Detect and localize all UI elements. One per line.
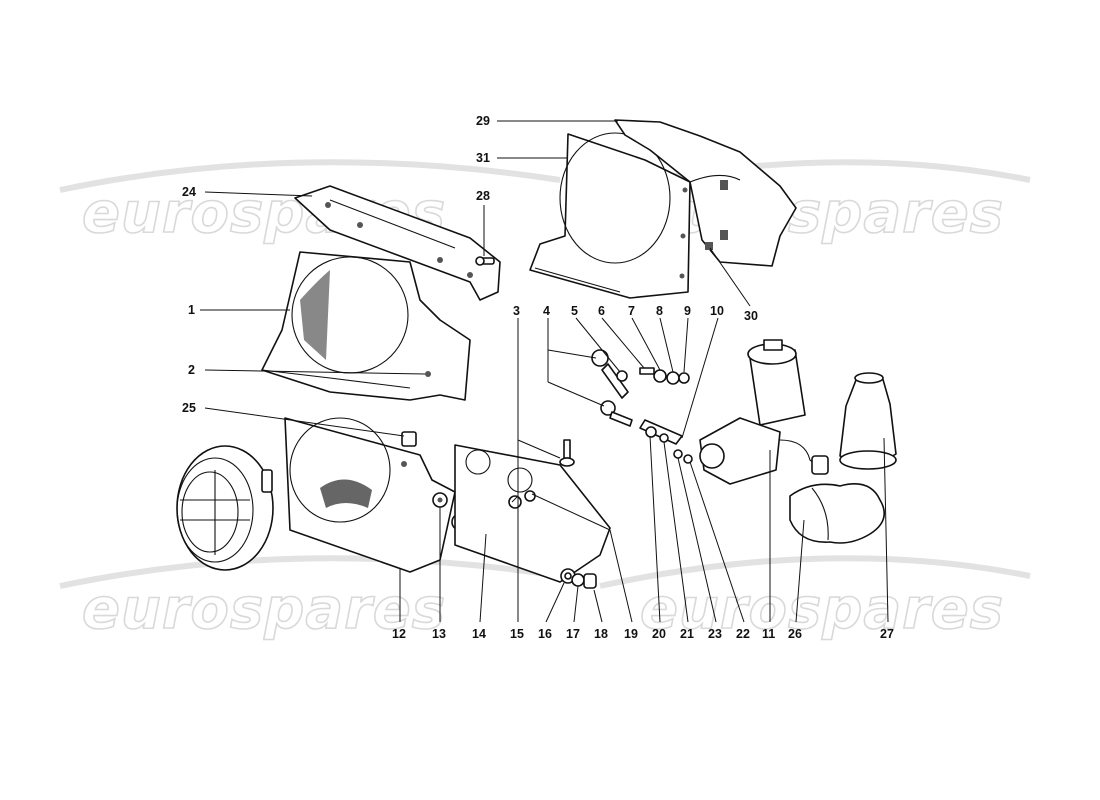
housing-part-31 [529, 132, 691, 299]
watermark-bottom-right: eurospares [640, 577, 1004, 642]
housing-part-1 [261, 251, 471, 401]
callout-11: 11 [762, 627, 775, 641]
leader-lines [200, 120, 889, 623]
bracket-part-15 [454, 444, 611, 583]
callout-10: 10 [710, 304, 724, 318]
callout-labels: 1 2 3 4 5 6 7 8 9 10 11 12 13 14 15 16 1… [182, 114, 894, 641]
callout-22: 22 [736, 627, 750, 641]
link-rod-part-4 [591, 349, 633, 427]
callout-8: 8 [656, 304, 663, 318]
callout-21: 21 [680, 627, 694, 641]
lid-part-24 [294, 185, 501, 301]
callout-17: 17 [566, 627, 580, 641]
callout-26: 26 [788, 627, 802, 641]
callout-16: 16 [538, 627, 552, 641]
callout-12: 12 [392, 627, 406, 641]
watermark-bottom-left: eurospares [82, 577, 446, 642]
clip-part-25 [401, 431, 417, 447]
motor-part-11 [699, 339, 821, 485]
callout-1: 1 [188, 303, 195, 317]
callout-19: 19 [624, 627, 638, 641]
bolt-part-18 [583, 573, 597, 589]
washer-part-17 [571, 573, 585, 587]
callout-13: 13 [432, 627, 446, 641]
callout-29: 29 [476, 114, 490, 128]
screws-part-5-9 [616, 367, 690, 385]
callout-24: 24 [182, 185, 196, 199]
callout-9: 9 [684, 304, 691, 318]
callout-7: 7 [628, 304, 635, 318]
bellows-part-26 [789, 455, 886, 544]
bellows-part-27 [839, 372, 897, 470]
bolt-part-28 [475, 256, 495, 266]
callout-20: 20 [652, 627, 666, 641]
callout-14: 14 [472, 627, 486, 641]
frame-part-12 [284, 417, 469, 573]
callout-25: 25 [182, 401, 196, 415]
callout-15: 15 [510, 627, 524, 641]
callout-30: 30 [744, 309, 758, 323]
lever-part-10 [639, 419, 693, 464]
callout-27: 27 [880, 627, 894, 641]
callout-4: 4 [543, 304, 550, 318]
cover-part-29 [614, 119, 797, 267]
callout-6: 6 [598, 304, 605, 318]
nut-part-13 [432, 492, 448, 508]
callout-31: 31 [476, 151, 490, 165]
callout-18: 18 [594, 627, 608, 641]
bolt-part-3 [559, 439, 575, 467]
headlamp-unit [176, 445, 274, 571]
callout-23: 23 [708, 627, 722, 641]
callout-28: 28 [476, 189, 490, 203]
callout-3: 3 [513, 304, 520, 318]
callout-5: 5 [571, 304, 578, 318]
callout-2: 2 [188, 363, 195, 377]
